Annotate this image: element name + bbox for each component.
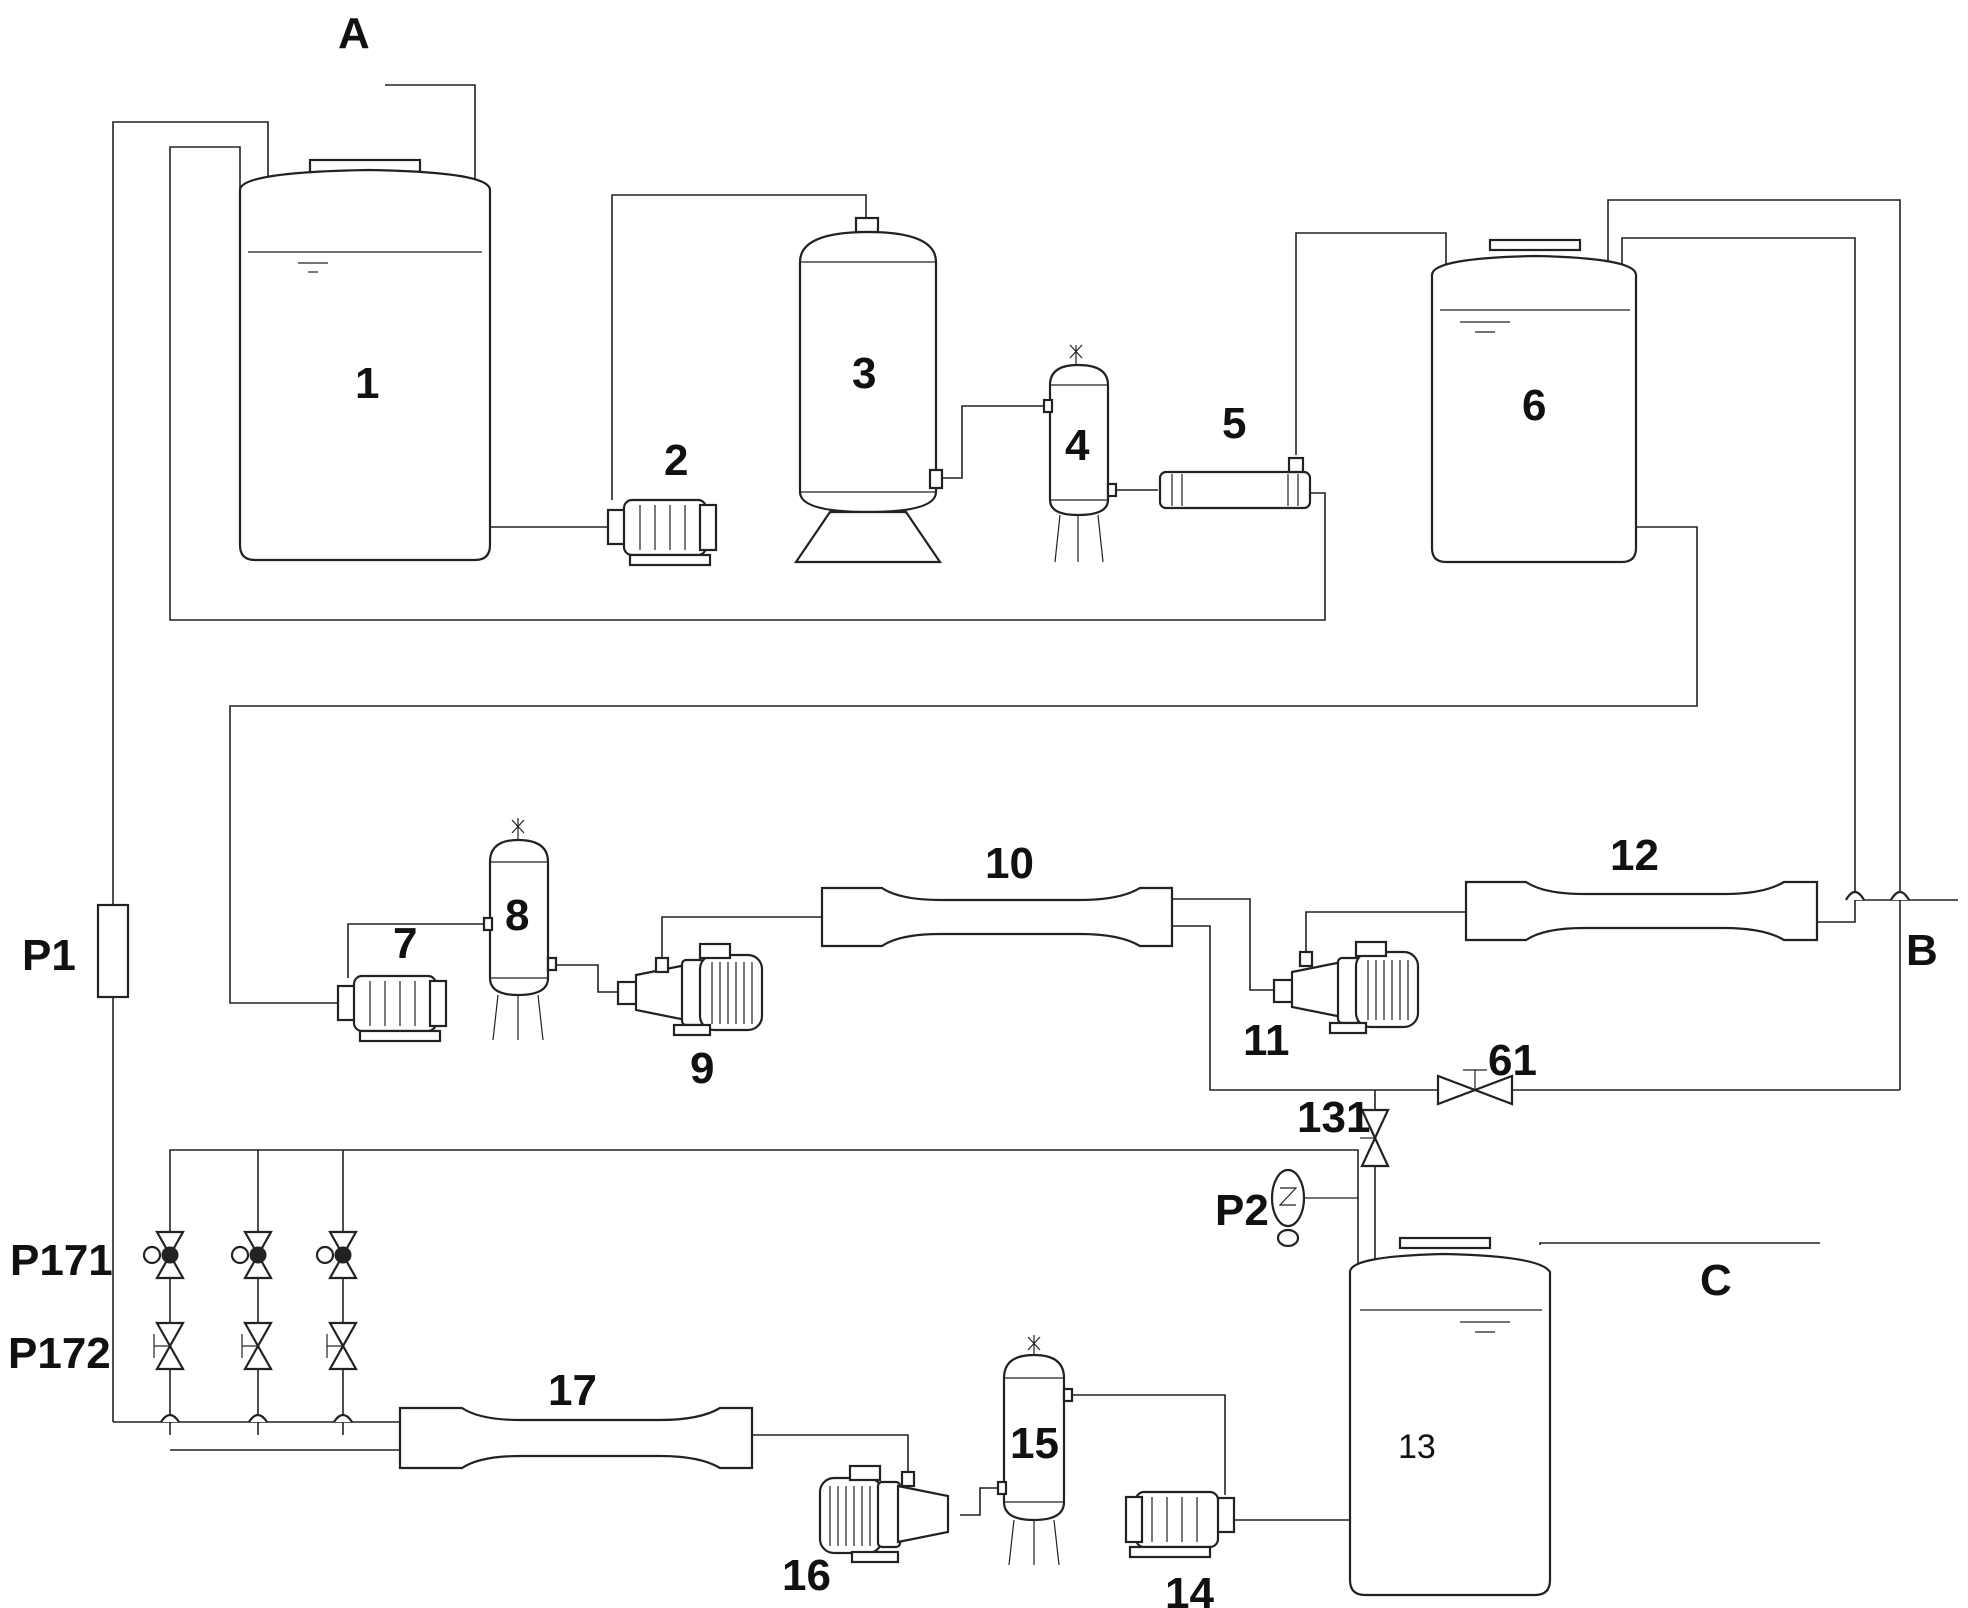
label-3: 3 xyxy=(852,349,876,398)
membrane-10 xyxy=(820,886,1174,948)
pump-2 xyxy=(606,498,718,567)
label-12: 12 xyxy=(1610,831,1659,880)
label-5: 5 xyxy=(1222,399,1246,448)
tank-6 xyxy=(1430,238,1638,564)
label-b: B xyxy=(1906,926,1938,975)
label-61: 61 xyxy=(1488,1036,1537,1085)
unit-5 xyxy=(1158,456,1312,510)
tank-13 xyxy=(1348,1236,1552,1597)
label-13: 13 xyxy=(1398,1428,1436,1466)
label-p2: P2 xyxy=(1215,1186,1269,1235)
label-p171: P171 xyxy=(10,1236,113,1285)
label-1: 1 xyxy=(355,359,379,408)
label-2: 2 xyxy=(664,436,688,485)
labels: A B C P1 P2 P171 P172 1 2 3 4 5 6 7 8 9 … xyxy=(8,9,1938,1608)
vessel-15 xyxy=(996,1335,1074,1566)
label-17: 17 xyxy=(548,1366,597,1415)
label-131: 131 xyxy=(1297,1093,1370,1142)
label-p172: P172 xyxy=(8,1329,111,1378)
pump-16 xyxy=(818,1464,950,1564)
label-16: 16 xyxy=(782,1551,831,1600)
tank-1 xyxy=(238,158,492,562)
label-14: 14 xyxy=(1165,1569,1214,1608)
label-c: C xyxy=(1700,1256,1732,1305)
crossing-hops xyxy=(1845,890,1910,901)
label-10: 10 xyxy=(985,839,1034,888)
filter-4 xyxy=(1042,344,1118,563)
valve-61 xyxy=(1436,1069,1514,1106)
pump-7 xyxy=(336,974,448,1043)
membrane-12 xyxy=(1464,880,1819,942)
pump-11 xyxy=(1272,940,1420,1035)
membrane-17 xyxy=(398,1406,754,1470)
label-a: A xyxy=(338,9,370,58)
label-11: 11 xyxy=(1243,1016,1290,1065)
branch-valves xyxy=(142,1230,358,1423)
label-4: 4 xyxy=(1065,421,1090,470)
valve-131 xyxy=(1360,1108,1390,1168)
label-15: 15 xyxy=(1010,1419,1059,1468)
pump-14 xyxy=(1124,1490,1236,1559)
label-6: 6 xyxy=(1522,381,1546,430)
p1-instrument xyxy=(96,903,130,1422)
vessel-3 xyxy=(793,216,944,564)
pump-9 xyxy=(616,942,764,1037)
vessel-8 xyxy=(482,818,558,1041)
label-7: 7 xyxy=(393,919,417,968)
label-8: 8 xyxy=(505,891,529,940)
pipe-network xyxy=(112,84,1958,1521)
p2-gauge xyxy=(1270,1168,1358,1248)
label-p1: P1 xyxy=(22,931,76,980)
label-9: 9 xyxy=(690,1044,714,1093)
